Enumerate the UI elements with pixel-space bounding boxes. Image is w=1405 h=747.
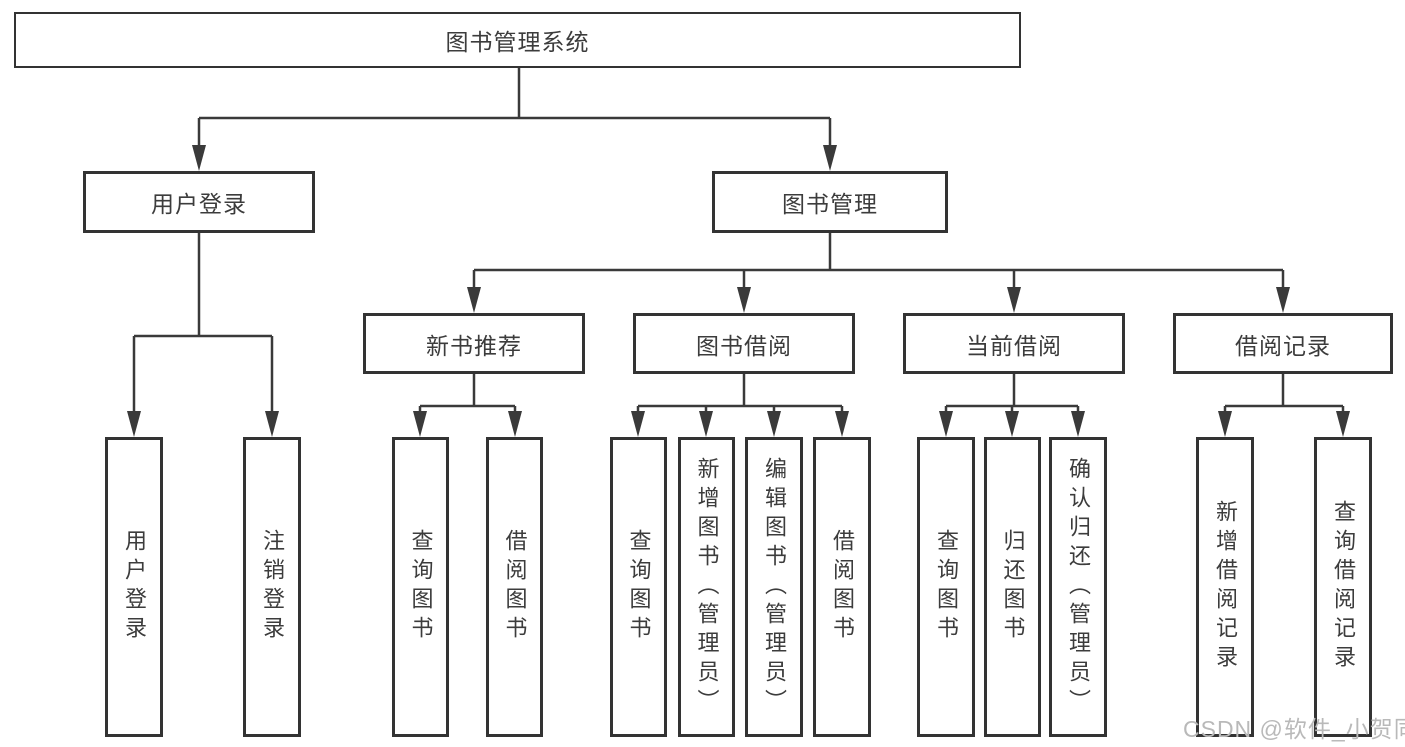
node-label: 新增图书（管理员） <box>694 456 720 718</box>
connector-root-to-level2 <box>192 68 837 171</box>
node-label: 用户登录 <box>122 529 147 645</box>
node-label: 图书借阅 <box>696 332 792 359</box>
node-leaf-query-borrow-record: 查询借阅记录 <box>1314 437 1372 737</box>
node-leaf-logout: 注销登录 <box>243 437 301 737</box>
node-label: 归还图书 <box>1000 529 1026 645</box>
node-label: 当前借阅 <box>966 332 1062 359</box>
node-leaf-edit-books-admin: 编辑图书（管理员） <box>745 437 803 737</box>
csdn-watermark: CSDN @软件_小贺同学 <box>1183 716 1405 742</box>
node-label: 查询借阅记录 <box>1331 500 1356 674</box>
node-label: 注销登录 <box>260 529 285 645</box>
connector-book-borrowing-to-leaves <box>631 374 849 437</box>
node-leaf-borrow-books-recommend: 借阅图书 <box>486 437 543 737</box>
connector-borrowing-records-to-leaves <box>1218 374 1350 437</box>
node-label: 借阅记录 <box>1235 332 1331 359</box>
node-user-login-branch: 用户登录 <box>83 171 315 233</box>
node-leaf-add-books-admin: 新增图书（管理员） <box>678 437 735 737</box>
node-leaf-confirm-return-admin: 确认归还（管理员） <box>1049 437 1107 737</box>
node-label: 确认归还（管理员） <box>1066 456 1091 718</box>
node-leaf-query-books-current: 查询图书 <box>917 437 975 737</box>
connector-current-borrowing-to-leaves <box>939 374 1085 437</box>
node-label: 借阅图书 <box>502 529 528 645</box>
connector-book-management-to-level3 <box>467 233 1290 313</box>
node-book-management-branch: 图书管理 <box>712 171 948 233</box>
node-label: 新书推荐 <box>426 332 522 359</box>
node-label: 借阅图书 <box>830 529 855 645</box>
node-label: 编辑图书（管理员） <box>762 456 787 718</box>
node-leaf-query-books-recommend: 查询图书 <box>392 437 449 737</box>
node-label: 图书管理系统 <box>445 29 590 55</box>
connector-new-book-to-leaves <box>413 374 522 437</box>
node-label: 图书管理 <box>782 191 878 217</box>
node-label: 查询图书 <box>934 529 959 645</box>
node-new-book-recommendation: 新书推荐 <box>363 313 585 374</box>
node-leaf-return-books: 归还图书 <box>984 437 1041 737</box>
node-current-borrowing: 当前借阅 <box>903 313 1125 374</box>
node-label: 查询图书 <box>408 529 434 645</box>
node-leaf-borrow-books-borrowing: 借阅图书 <box>813 437 871 737</box>
node-leaf-query-books-borrowing: 查询图书 <box>610 437 667 737</box>
node-book-borrowing: 图书借阅 <box>633 313 855 374</box>
node-label: 查询图书 <box>626 529 652 645</box>
node-label: 新增借阅记录 <box>1213 500 1238 674</box>
node-borrowing-records: 借阅记录 <box>1173 313 1393 374</box>
node-leaf-user-login: 用户登录 <box>105 437 163 737</box>
node-label: 用户登录 <box>151 191 247 217</box>
node-leaf-add-borrow-record: 新增借阅记录 <box>1196 437 1254 737</box>
node-book-management-system: 图书管理系统 <box>14 12 1021 68</box>
connector-user-login-to-leaves <box>127 233 279 437</box>
